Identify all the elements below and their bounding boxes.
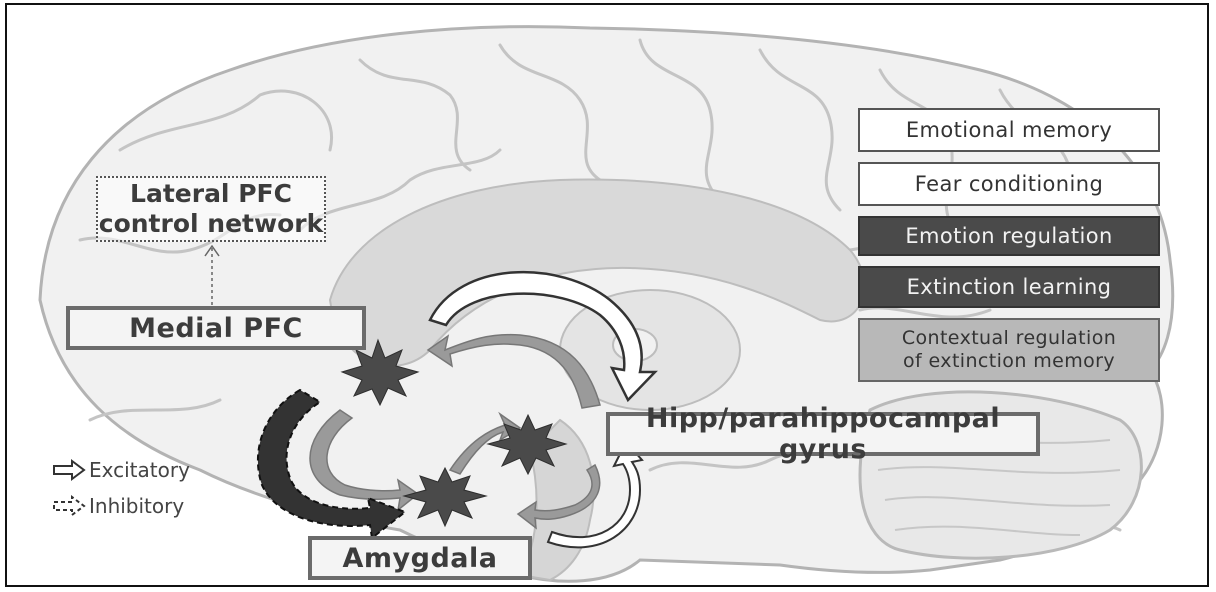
legend-emotion-regulation: Emotion regulation [858, 216, 1160, 256]
excitatory-label: Excitatory [89, 458, 190, 482]
excitatory-arrow-icon [52, 459, 86, 481]
legend-extinction-learning: Extinction learning [858, 266, 1160, 308]
inhibitory-label: Inhibitory [89, 494, 184, 518]
legend-emotional-memory: Emotional memory [858, 108, 1160, 152]
inhibitory-key: Inhibitory [52, 494, 184, 518]
legend-extinction-learning-text: Extinction learning [907, 275, 1112, 299]
legend-contextual-line1: Contextual regulation [902, 327, 1116, 350]
legend-fear-conditioning: Fear conditioning [858, 162, 1160, 206]
inhibitory-arrow-icon [52, 495, 86, 517]
lateral-pfc-line2: control network [99, 209, 323, 239]
medial-pfc-text: Medial PFC [129, 313, 303, 344]
amygdala-text: Amygdala [343, 543, 498, 574]
hippocampus-label: Hipp/parahippocampal gyrus [606, 412, 1040, 456]
legend-contextual-line2: of extinction memory [903, 350, 1115, 373]
lateral-pfc-line1: Lateral PFC [130, 179, 292, 209]
hippocampus-text: Hipp/parahippocampal gyrus [610, 403, 1036, 465]
legend-fear-conditioning-text: Fear conditioning [915, 172, 1103, 196]
legend-contextual-regulation: Contextual regulation of extinction memo… [858, 318, 1160, 382]
legend-emotional-memory-text: Emotional memory [906, 118, 1112, 142]
amygdala-label: Amygdala [308, 536, 532, 580]
lateral-pfc-label: Lateral PFC control network [96, 176, 326, 242]
medial-pfc-label: Medial PFC [66, 306, 366, 350]
legend-emotion-regulation-text: Emotion regulation [905, 224, 1112, 248]
excitatory-key: Excitatory [52, 458, 190, 482]
